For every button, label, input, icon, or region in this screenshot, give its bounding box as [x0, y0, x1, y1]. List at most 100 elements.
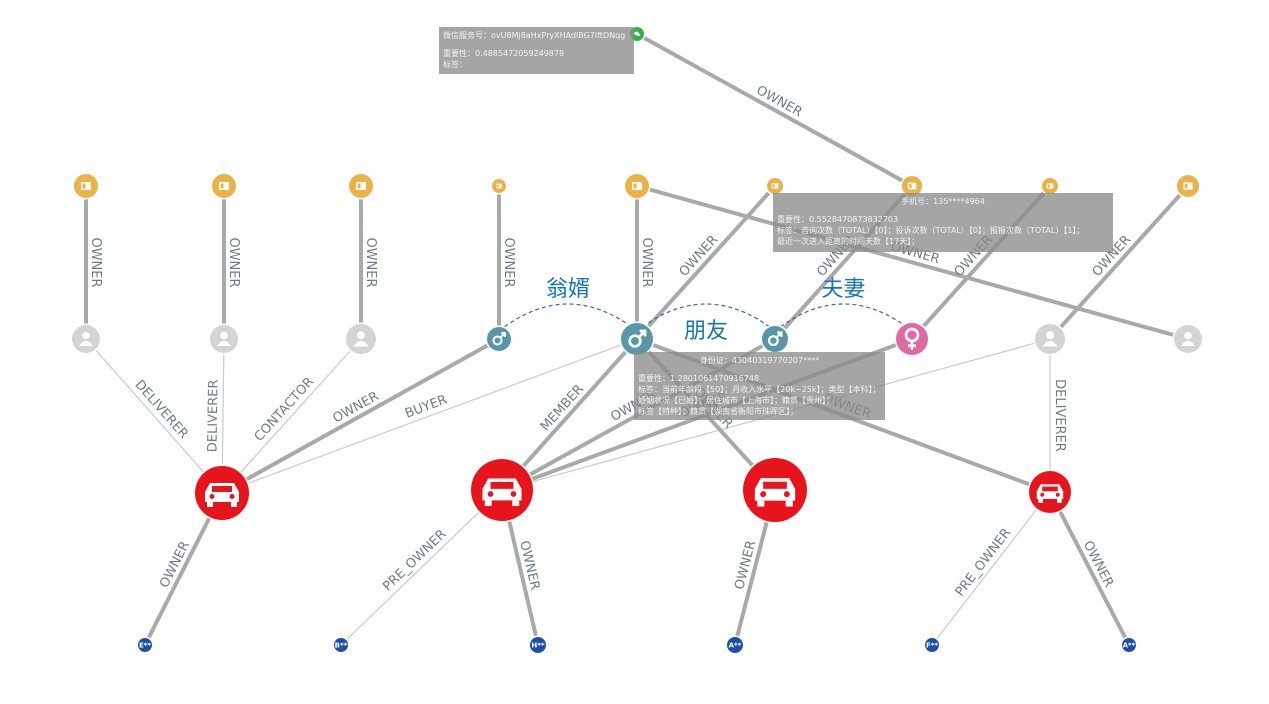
edge-p1-g1[interactable]: OWNER [84, 186, 103, 339]
edge-line [636, 32, 913, 188]
node-plate-l2[interactable]: B** [332, 636, 350, 654]
person-tooltip-tags-1: 标签：当前年龄段【50】；月收入水平【20k~25k】；类型【本科】； [638, 385, 881, 394]
person-tooltip-importance: 重要性：1.2801061470916748 [638, 374, 760, 383]
relation-m2-m3[interactable]: 朋友 [636, 303, 776, 344]
node-layer: E** B** H** A** F** A** [70, 25, 1204, 655]
edge-line [1048, 491, 1131, 646]
edge-label: DELIVERER [131, 378, 190, 442]
person-tooltip-tags-3: 标签【特种】；籍贯【湖南省衡阳市珠晖区】； [638, 407, 798, 416]
phone-tooltip: 手机号：135****4964 重要性：0.5528470873832703 标… [773, 193, 1113, 252]
node-phone-p4[interactable] [490, 177, 508, 195]
plate-label: A** [1123, 642, 1136, 650]
node-circle [762, 326, 788, 352]
node-phone-p8[interactable] [1040, 176, 1060, 196]
edge-line [931, 491, 1051, 646]
node-person-g2[interactable] [208, 323, 240, 355]
person-icon [79, 331, 93, 346]
node-plate-l1[interactable]: E** [136, 636, 154, 654]
phone-tooltip-tags: 标签：咨询次数（TOTAL）【0】；投诉次数（TOTAL）【0】；报报次数（TO… [777, 226, 1085, 235]
phone-tooltip-recent: 最近一次进入距离的时间天数【17天】； [777, 237, 920, 246]
node-person-g5[interactable] [1172, 323, 1204, 355]
relation-m1-m2[interactable]: 翁婿 [498, 277, 638, 332]
edge-label: OWNER [88, 237, 103, 287]
node-phone-p6[interactable] [765, 176, 785, 196]
edge-label: OWNER [639, 237, 654, 287]
wechat-icon [634, 31, 640, 37]
node-plate-l5[interactable]: F** [923, 636, 941, 654]
edge-p2-g2[interactable]: OWNER [222, 186, 241, 339]
edge-g4-c4[interactable]: DELIVERER [1049, 339, 1067, 492]
node-plate-l3[interactable]: H** [528, 635, 548, 655]
node-phone-p3[interactable] [347, 172, 375, 200]
edge-line [221, 338, 362, 494]
person-icon [217, 331, 231, 346]
car-icon [482, 478, 522, 507]
node-car-c4[interactable] [1027, 469, 1073, 515]
plate-label: B** [335, 642, 348, 650]
relation-m3-f1[interactable]: 夫妻 [774, 277, 913, 332]
node-phone-p1[interactable] [72, 172, 100, 200]
edge-g1-c1[interactable]: DELIVERER [85, 338, 223, 494]
node-male-m2[interactable] [619, 321, 655, 357]
phone-card-icon [632, 182, 642, 190]
node-car-c3[interactable] [741, 456, 809, 524]
edge-label: DELIVERER [206, 379, 222, 452]
node-phone-p9[interactable] [1175, 173, 1201, 199]
node-circle [621, 323, 653, 355]
node-circle [530, 637, 546, 653]
edge-line [340, 489, 503, 646]
phone-card-icon [496, 183, 502, 189]
node-phone-p7[interactable] [900, 174, 924, 198]
node-male-m3[interactable] [760, 324, 790, 354]
node-phone-p5[interactable] [623, 172, 651, 200]
edge-m1-c1[interactable]: OWNER [221, 337, 500, 495]
phone-card-icon [356, 182, 366, 190]
person-icon [353, 331, 369, 347]
edge-label: MEMBER [538, 382, 587, 434]
node-plate-l6[interactable]: A** [1120, 636, 1138, 654]
edge-wx-p7[interactable]: OWNER [636, 32, 913, 188]
node-person-g3[interactable] [344, 322, 378, 356]
node-circle [727, 637, 743, 653]
edge-p4-m1[interactable]: OWNER [497, 186, 516, 339]
node-phone-p2[interactable] [210, 172, 238, 200]
male-icon [767, 331, 783, 347]
node-plate-l4[interactable]: A** [725, 635, 745, 655]
male-icon [628, 329, 647, 348]
node-circle [487, 327, 511, 351]
wechat-tooltip-importance: 重要性：0.4885472059249878 [443, 49, 565, 58]
phone-card-icon [907, 182, 917, 190]
wechat-tooltip: 微信服务号：ovU8Mj8aHxPryXHAdlBG7lftDNqg 重要性：0… [439, 27, 634, 74]
plate-label: H** [531, 642, 545, 650]
edge-p5-m2[interactable]: OWNER [635, 186, 654, 339]
node-car-c1[interactable] [193, 464, 251, 522]
node-person-g1[interactable] [70, 323, 102, 355]
edge-c2-l2[interactable]: PRE_OWNER [340, 489, 503, 646]
edge-line [635, 184, 777, 341]
edge-label: PRE_OWNER [380, 527, 449, 594]
node-female-f1[interactable] [894, 321, 930, 357]
node-circle [138, 638, 152, 652]
relation-label: 夫妻 [821, 277, 865, 302]
edge-line [500, 337, 639, 492]
plate-label: A** [729, 642, 742, 650]
edge-label: OWNER [363, 237, 378, 287]
person-tooltip: 身份证：43040319770207**** 重要性：1.28010614709… [634, 352, 885, 420]
edge-line [221, 338, 638, 494]
relation-arc [498, 303, 638, 332]
edge-p6-m2[interactable]: OWNER [635, 184, 777, 341]
edge-c4-l5[interactable]: PRE_OWNER [931, 491, 1051, 646]
relation-label: 朋友 [684, 319, 728, 344]
node-circle [334, 638, 348, 652]
person-tooltip-title: 身份证：43040319770207**** [699, 356, 820, 365]
edge-p3-g3[interactable]: OWNER [359, 186, 378, 339]
node-male-m1[interactable] [485, 325, 513, 353]
node-car-c2[interactable] [469, 457, 535, 523]
edge-line [85, 338, 223, 494]
node-person-g4[interactable] [1033, 322, 1067, 356]
edge-c4-l6[interactable]: OWNER [1048, 491, 1131, 646]
relation-label: 翁婿 [546, 277, 590, 302]
node-circle [925, 638, 939, 652]
phone-card-icon [1183, 182, 1193, 190]
